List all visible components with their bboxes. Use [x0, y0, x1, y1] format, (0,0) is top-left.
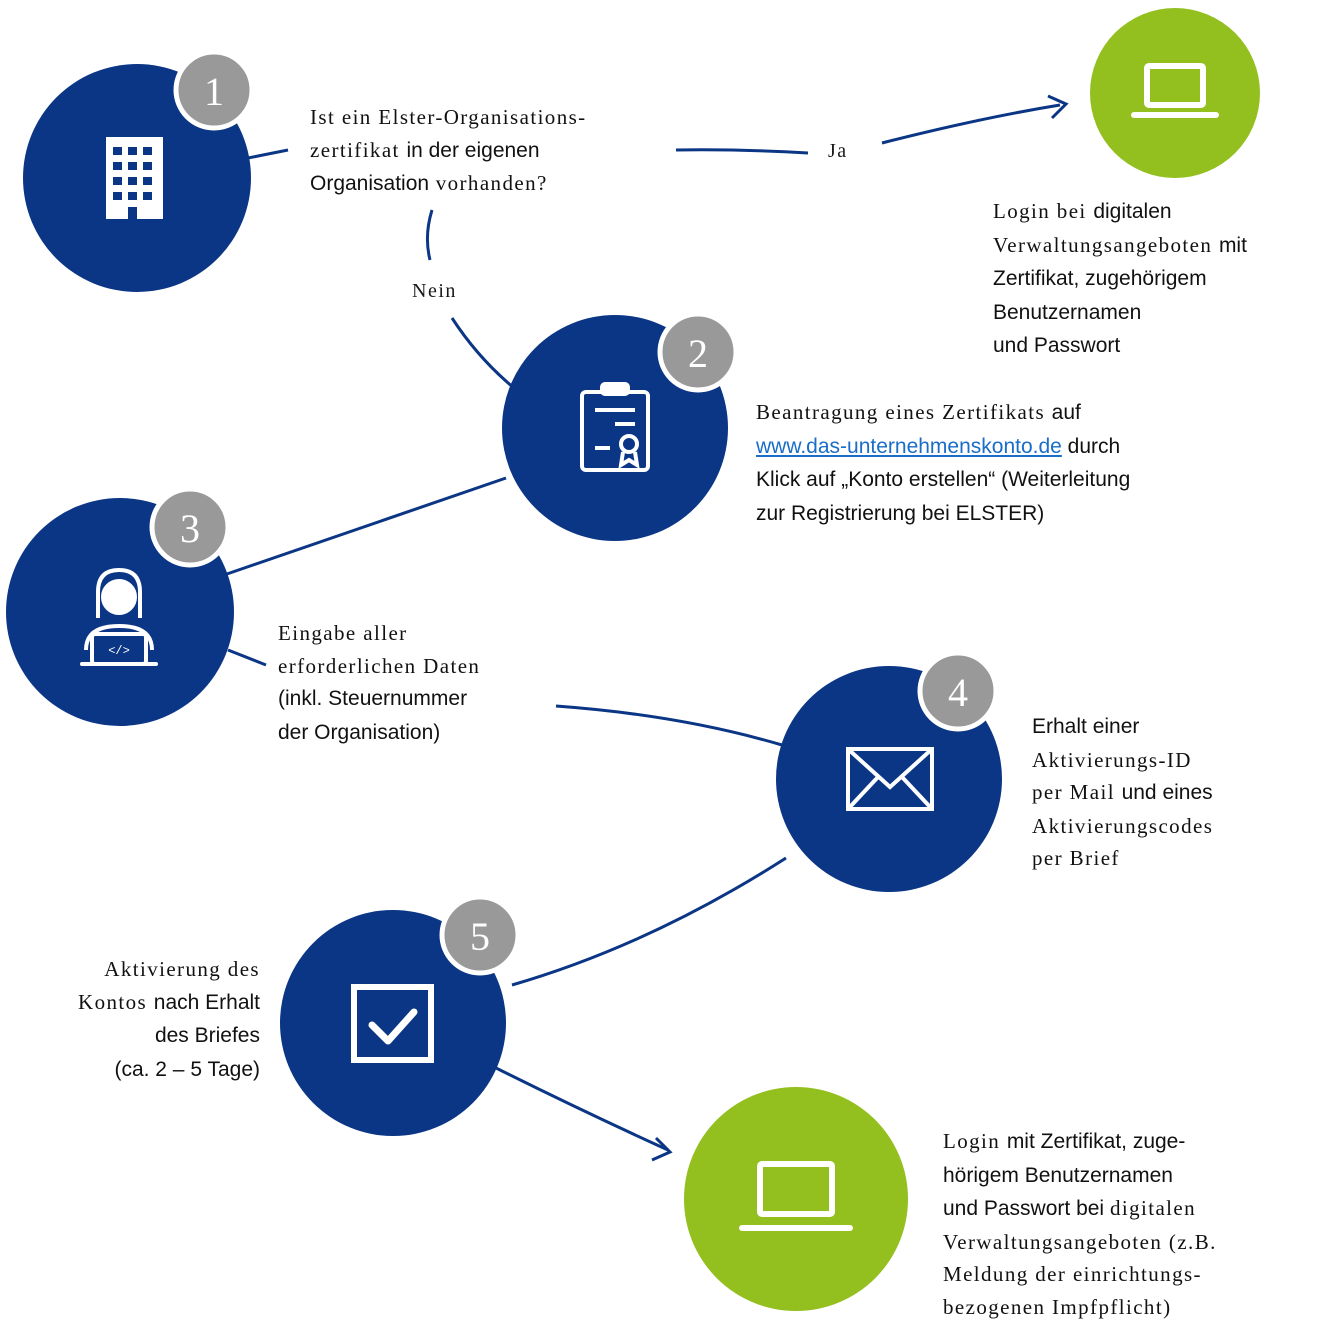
arrowhead-to-login-bottom	[651, 1136, 673, 1162]
laptop-icon	[739, 1161, 853, 1231]
step-5-text: Aktivierung des Kontos nach Erhalt des B…	[78, 957, 260, 1081]
connector-no-top	[425, 209, 434, 261]
certificate-clipboard-icon	[580, 382, 650, 472]
step-4-badge	[917, 650, 999, 732]
step-3-text: Eingabe aller erforderlichen Daten (inkl…	[278, 621, 481, 744]
login-bottom-node	[684, 1087, 908, 1311]
step-4-text: Erhalt einer Aktivierungs-ID per Mail un…	[1032, 715, 1214, 870]
connector-text-to-step4	[555, 704, 783, 747]
connector-step3-to-text	[227, 648, 267, 667]
login-bottom-text: Login mit Zertifikat, zuge- hörigem Benu…	[943, 1129, 1217, 1319]
step-3-number: 3	[180, 506, 200, 551]
code-symbol-text: </>	[108, 644, 130, 658]
office-building-icon	[106, 137, 163, 219]
unternehmenskonto-link[interactable]: www.das-unternehmenskonto.de	[756, 434, 1062, 458]
checkbox-checked-icon	[351, 984, 434, 1063]
step-4-number: 4	[948, 670, 968, 715]
yes-label: Ja	[828, 140, 848, 162]
connector-yes-right	[881, 103, 1061, 145]
step-5-number: 5	[470, 914, 490, 959]
step-2-badge	[657, 311, 739, 393]
connector-step5-to-login-bottom	[489, 1063, 669, 1152]
laptop-icon	[1131, 63, 1219, 118]
step-2-text: Beantragung eines Zertifikats auf www.da…	[756, 400, 1131, 525]
connector-step4-to-step5	[511, 856, 787, 987]
question-text: Ist ein Elster-Organisations- zertifikat…	[310, 105, 587, 195]
step-5-node: 5	[280, 894, 521, 1136]
step-2-node: 2	[502, 311, 739, 541]
connector-step2-to-step3	[223, 476, 507, 577]
step-1-badge	[173, 49, 255, 131]
step-1-node: 1	[23, 49, 255, 292]
step-2-number: 2	[688, 331, 708, 376]
connector-no-bottom	[450, 317, 515, 390]
connectors	[223, 94, 1069, 1162]
connector-step1-to-question	[247, 148, 289, 160]
step-3-node: </> 3	[6, 486, 234, 726]
envelope-icon	[846, 747, 934, 811]
step-5-badge	[439, 894, 521, 976]
developer-at-laptop-icon	[80, 567, 158, 666]
step-1-number: 1	[204, 69, 224, 114]
login-top-node	[1090, 8, 1260, 178]
step-4-node: 4	[776, 650, 1002, 892]
arrowhead-to-login-top	[1047, 94, 1069, 120]
no-label: Nein	[412, 280, 457, 302]
login-top-text: Login bei digitalen Verwaltungsangeboten…	[993, 199, 1247, 357]
connector-yes-left	[675, 148, 809, 155]
step-3-badge	[149, 486, 231, 568]
